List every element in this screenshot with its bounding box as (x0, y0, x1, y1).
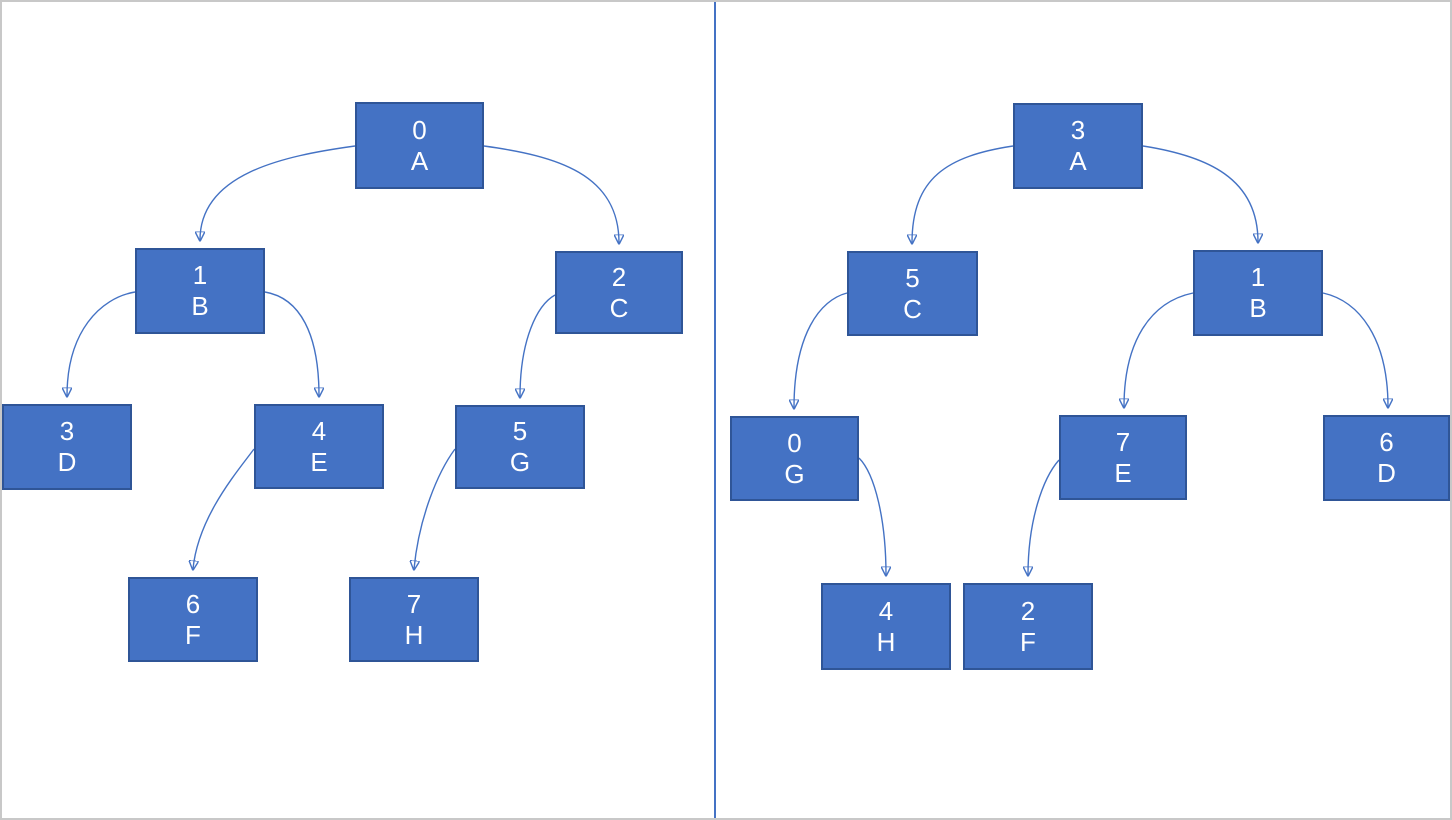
node-key: 3 (59, 416, 75, 446)
node-key: 6 (1379, 427, 1394, 457)
edge-left-B-E (264, 291, 319, 396)
left-tree-node-G: 5 G (455, 405, 585, 489)
node-key: 5 (512, 416, 528, 446)
edge-right-E-F (1028, 459, 1060, 575)
node-label: E (1114, 457, 1132, 488)
panel-divider (714, 2, 716, 818)
node-label: H (404, 619, 424, 650)
right-tree-node-B: 1 B (1193, 250, 1323, 336)
edge-right-C-G (794, 292, 848, 408)
edge-left-B-D (67, 291, 136, 396)
node-label: C (903, 293, 922, 324)
node-key: 3 (1070, 115, 1086, 145)
left-tree-node-D: 3 D (2, 404, 132, 490)
right-tree-node-G: 0 G (730, 416, 859, 501)
left-tree-node-H: 7 H (349, 577, 479, 662)
node-label: F (1020, 626, 1036, 657)
edge-right-B-D (1322, 292, 1388, 407)
left-tree-node-F: 6 F (128, 577, 258, 662)
node-label: C (609, 292, 629, 323)
left-tree-node-E: 4 E (254, 404, 384, 489)
node-label: G (784, 458, 805, 489)
edge-left-G-H (414, 448, 456, 569)
node-key: 1 (1250, 262, 1266, 292)
right-tree-node-E: 7 E (1059, 415, 1187, 500)
node-key: 2 (611, 261, 627, 292)
node-label: A (410, 145, 429, 176)
node-label: B (1249, 293, 1267, 323)
edge-left-C-G (520, 294, 556, 397)
edge-right-B-E (1124, 292, 1194, 407)
edge-left-E-F (193, 448, 255, 569)
node-key: 2 (1020, 595, 1036, 626)
node-key: 4 (878, 595, 894, 626)
edge-right-A-C (912, 145, 1014, 243)
right-tree-node-D: 6 D (1323, 415, 1450, 501)
edge-right-A-B (1142, 145, 1258, 242)
left-tree-node-A: 0 A (355, 102, 484, 189)
node-key: 7 (406, 588, 422, 619)
node-label: D (57, 447, 77, 477)
node-label: E (310, 446, 328, 477)
node-label: B (191, 291, 209, 321)
node-key: 1 (192, 260, 208, 290)
node-key: 5 (905, 262, 920, 293)
node-label: D (1377, 458, 1396, 488)
node-label: F (185, 619, 201, 650)
right-tree-node-H: 4 H (821, 583, 951, 670)
left-tree-node-B: 1 B (135, 248, 265, 334)
node-label: G (509, 447, 531, 477)
node-label: A (1069, 146, 1087, 176)
node-label: H (876, 626, 896, 657)
edge-left-A-C (483, 145, 619, 243)
node-key: 6 (185, 588, 201, 619)
node-key: 0 (412, 114, 427, 145)
edge-right-G-H (858, 457, 886, 575)
right-tree-node-A: 3 A (1013, 103, 1143, 189)
node-key: 4 (311, 415, 327, 446)
node-key: 7 (1115, 426, 1131, 457)
left-tree-node-C: 2 C (555, 251, 683, 334)
right-tree-node-C: 5 C (847, 251, 978, 336)
node-key: 0 (787, 427, 802, 458)
edge-left-A-B (200, 145, 356, 240)
right-tree-node-F: 2 F (963, 583, 1093, 670)
